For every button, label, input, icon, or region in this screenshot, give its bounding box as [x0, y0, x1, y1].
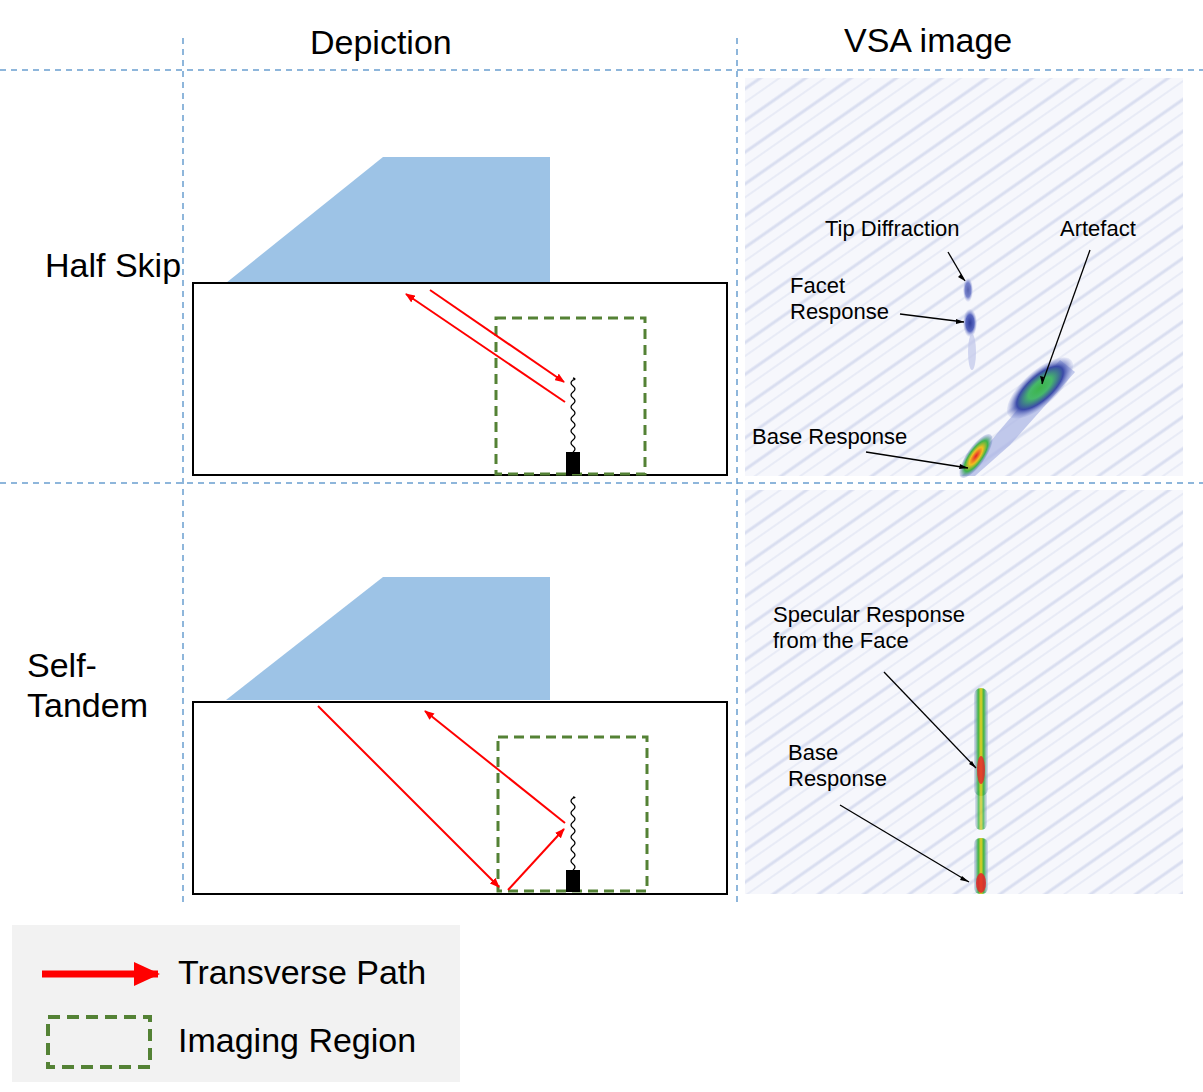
row-label: Self-Tandem	[27, 645, 177, 725]
callout-label: Facet Response	[790, 273, 910, 325]
callout-label: Specular Response from the Face	[773, 602, 993, 654]
callout-label: Base Response	[788, 740, 903, 792]
legend-panel	[12, 925, 460, 1082]
row-label: Half Skip	[45, 245, 195, 285]
column-header: VSA image	[844, 20, 1064, 60]
column-header: Depiction	[310, 22, 510, 62]
legend-text: Transverse Path	[178, 952, 453, 992]
callout-label: Artefact	[1060, 216, 1180, 242]
callout-label: Base Response	[752, 424, 942, 450]
dashed-box-sample	[48, 1017, 150, 1067]
callout-label: Tip Diffraction	[825, 216, 1025, 242]
legend-text: Imaging Region	[178, 1020, 453, 1060]
arrow-sample	[42, 971, 158, 978]
